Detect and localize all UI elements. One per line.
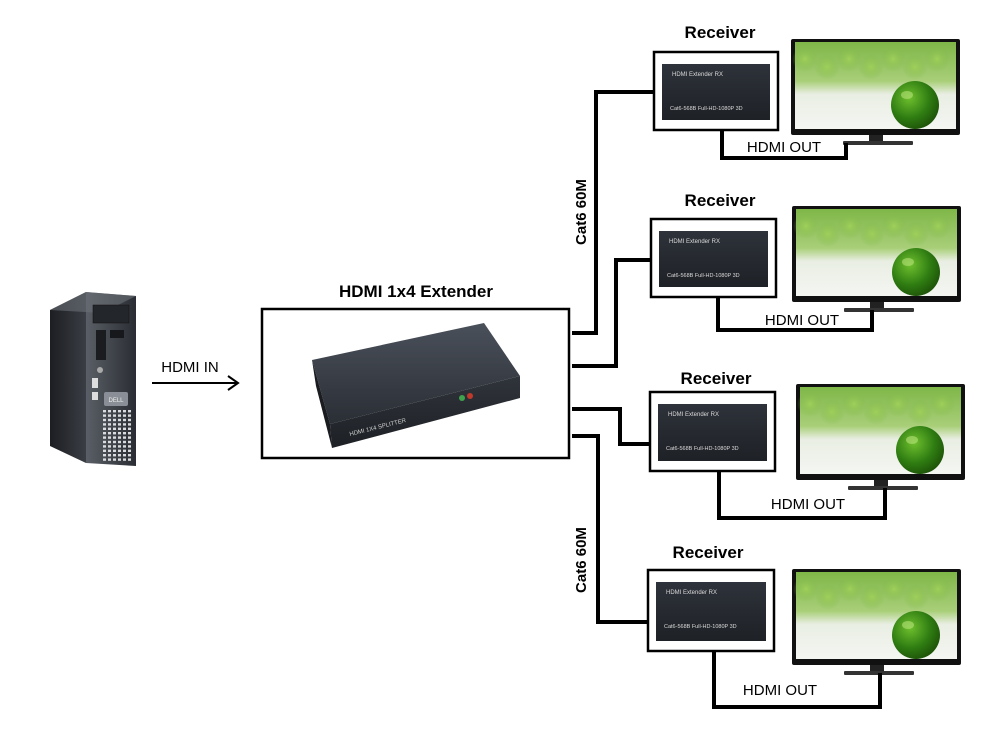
receiver-title: Receiver xyxy=(681,369,752,388)
hdmi-out-label: HDMI OUT xyxy=(765,312,839,329)
lime-icon xyxy=(892,611,940,659)
monitor xyxy=(792,569,961,675)
lime-icon xyxy=(892,248,940,296)
hdmi-out-label: HDMI OUT xyxy=(771,496,845,513)
monitor xyxy=(792,206,961,312)
receiver-title: Receiver xyxy=(685,23,756,42)
pc-brand: DELL xyxy=(108,398,124,404)
lime-icon xyxy=(896,426,944,474)
receiver-device-line1: HDMI Extender RX xyxy=(668,412,719,418)
receiver-title: Receiver xyxy=(673,543,744,562)
lime-icon xyxy=(891,81,939,129)
pc-vent-grille xyxy=(103,410,131,461)
extender-title: HDMI 1x4 Extender xyxy=(339,282,493,301)
led-green-icon xyxy=(459,395,465,401)
receiver-device-line2: Cat6-568B Full-HD-1080P 3D xyxy=(667,273,740,279)
monitor xyxy=(796,384,965,490)
receiver-device xyxy=(658,404,767,461)
receiver-device xyxy=(662,64,770,120)
led-red-icon xyxy=(467,393,473,399)
cable-label-bottom: Cat6 60M xyxy=(573,527,590,593)
receiver-device-line2: Cat6-568B Full-HD-1080P 3D xyxy=(666,446,739,452)
pc-tower: DELL xyxy=(50,292,136,466)
hdmi-in-arrow xyxy=(152,375,240,391)
receiver-title: Receiver xyxy=(685,191,756,210)
receiver-device-line1: HDMI Extender RX xyxy=(669,239,720,245)
hdmi-in-label: HDMI IN xyxy=(161,359,219,376)
cable-label-top: Cat6 60M xyxy=(573,179,590,245)
extender-box: HDMI 1X4 SPLITTER xyxy=(260,307,571,460)
receiver-device xyxy=(659,231,768,287)
receiver-device-line2: Cat6-568B Full-HD-1080P 3D xyxy=(664,624,737,630)
receiver-device-line2: Cat6-568B Full-HD-1080P 3D xyxy=(670,106,743,112)
hdmi-out-label: HDMI OUT xyxy=(747,139,821,156)
receiver-device-line1: HDMI Extender RX xyxy=(672,72,723,78)
hdmi-out-cable xyxy=(720,130,848,160)
hdmi-out-cable xyxy=(717,471,887,520)
hdmi-out-cable xyxy=(712,651,882,709)
cat6-cables xyxy=(572,90,656,624)
receiver-device xyxy=(656,582,766,641)
receiver-device-line1: HDMI Extender RX xyxy=(666,590,717,596)
hdmi-out-cable xyxy=(716,297,874,332)
hdmi-out-label: HDMI OUT xyxy=(743,682,817,699)
monitor xyxy=(791,39,960,145)
